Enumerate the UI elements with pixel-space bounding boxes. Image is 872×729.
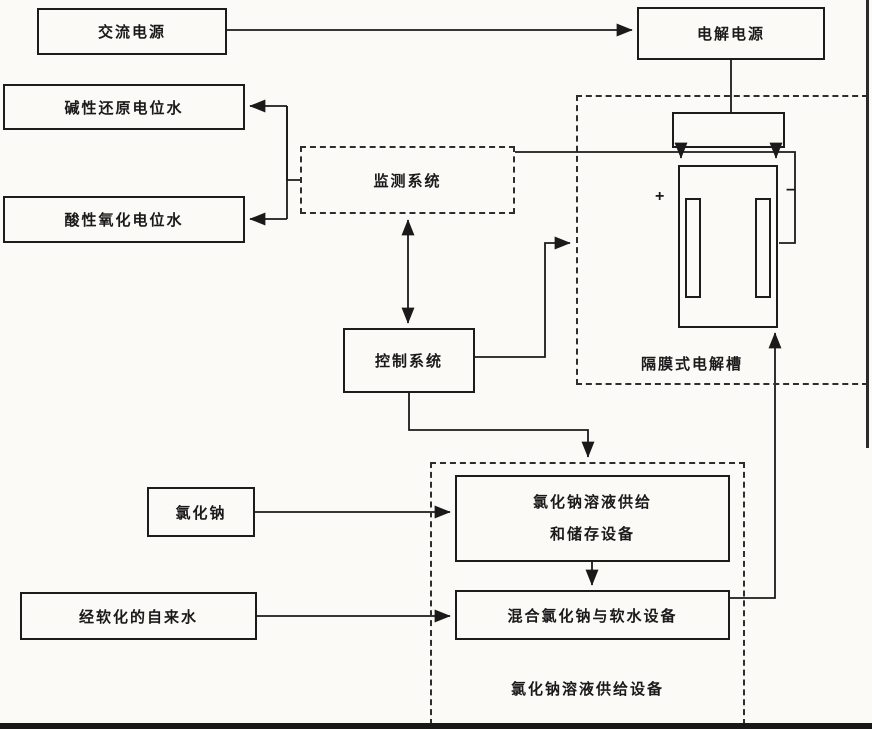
node-monitoring-system-label: 监测系统 (373, 172, 442, 190)
node-ac-power: 交流电源 (37, 8, 227, 55)
node-alkaline-water-label: 碱性还原电位水 (64, 99, 184, 117)
anode-plus-sign: + (655, 188, 665, 205)
node-acidic-water-label: 酸性氧化电位水 (64, 212, 184, 229)
cathode-minus-sign: − (786, 182, 796, 199)
node-nacl-label: 氯化钠 (175, 504, 227, 522)
edge-mixing-to-cell (730, 332, 782, 599)
cell-anode-plate (685, 198, 701, 298)
node-ac-power-label: 交流电源 (97, 24, 166, 41)
cell-body (678, 165, 778, 328)
node-mixing-equipment: 混合氯化钠与软水设备 (455, 590, 730, 640)
node-electrolysis-power: 电解电源 (637, 7, 825, 60)
edge-control-to-cell (475, 236, 571, 358)
node-acidic-water: 酸性氧化电位水 (3, 196, 245, 243)
node-tap-water: 经软化的自来水 (20, 592, 257, 640)
node-alkaline-water: 碱性还原电位水 (3, 84, 245, 130)
node-control-system-label: 控制系统 (374, 353, 443, 370)
node-storage-equipment-label-line1: 氯化钠溶液供给 (532, 494, 652, 511)
node-storage-equipment: 氯化钠溶液供给 和储存设备 (455, 475, 730, 562)
edge-monitor-branch-stub (286, 106, 300, 181)
node-tap-water-label: 经软化的自来水 (78, 608, 198, 626)
edge-cell-to-monitor (515, 151, 796, 244)
cell-terminal-box (672, 112, 785, 148)
scan-edge-right (866, 0, 869, 448)
node-control-system: 控制系统 (343, 328, 475, 393)
node-nacl: 氯化钠 (147, 487, 255, 537)
container-electrolytic-cell-label: 隔膜式电解槽 (641, 356, 744, 373)
node-electrolysis-power-label: 电解电源 (696, 26, 765, 43)
node-mixing-equipment-label: 混合氯化钠与软水设备 (507, 607, 678, 625)
node-storage-equipment-label-line2: 和储存设备 (549, 525, 635, 543)
node-monitoring-system: 监测系统 (300, 146, 515, 214)
container-nacl-supply-label: 氯化钠溶液供给设备 (510, 681, 664, 698)
cell-cathode-plate (755, 198, 771, 298)
edge-control-to-supply (408, 393, 595, 458)
scan-edge-bottom (0, 723, 872, 729)
